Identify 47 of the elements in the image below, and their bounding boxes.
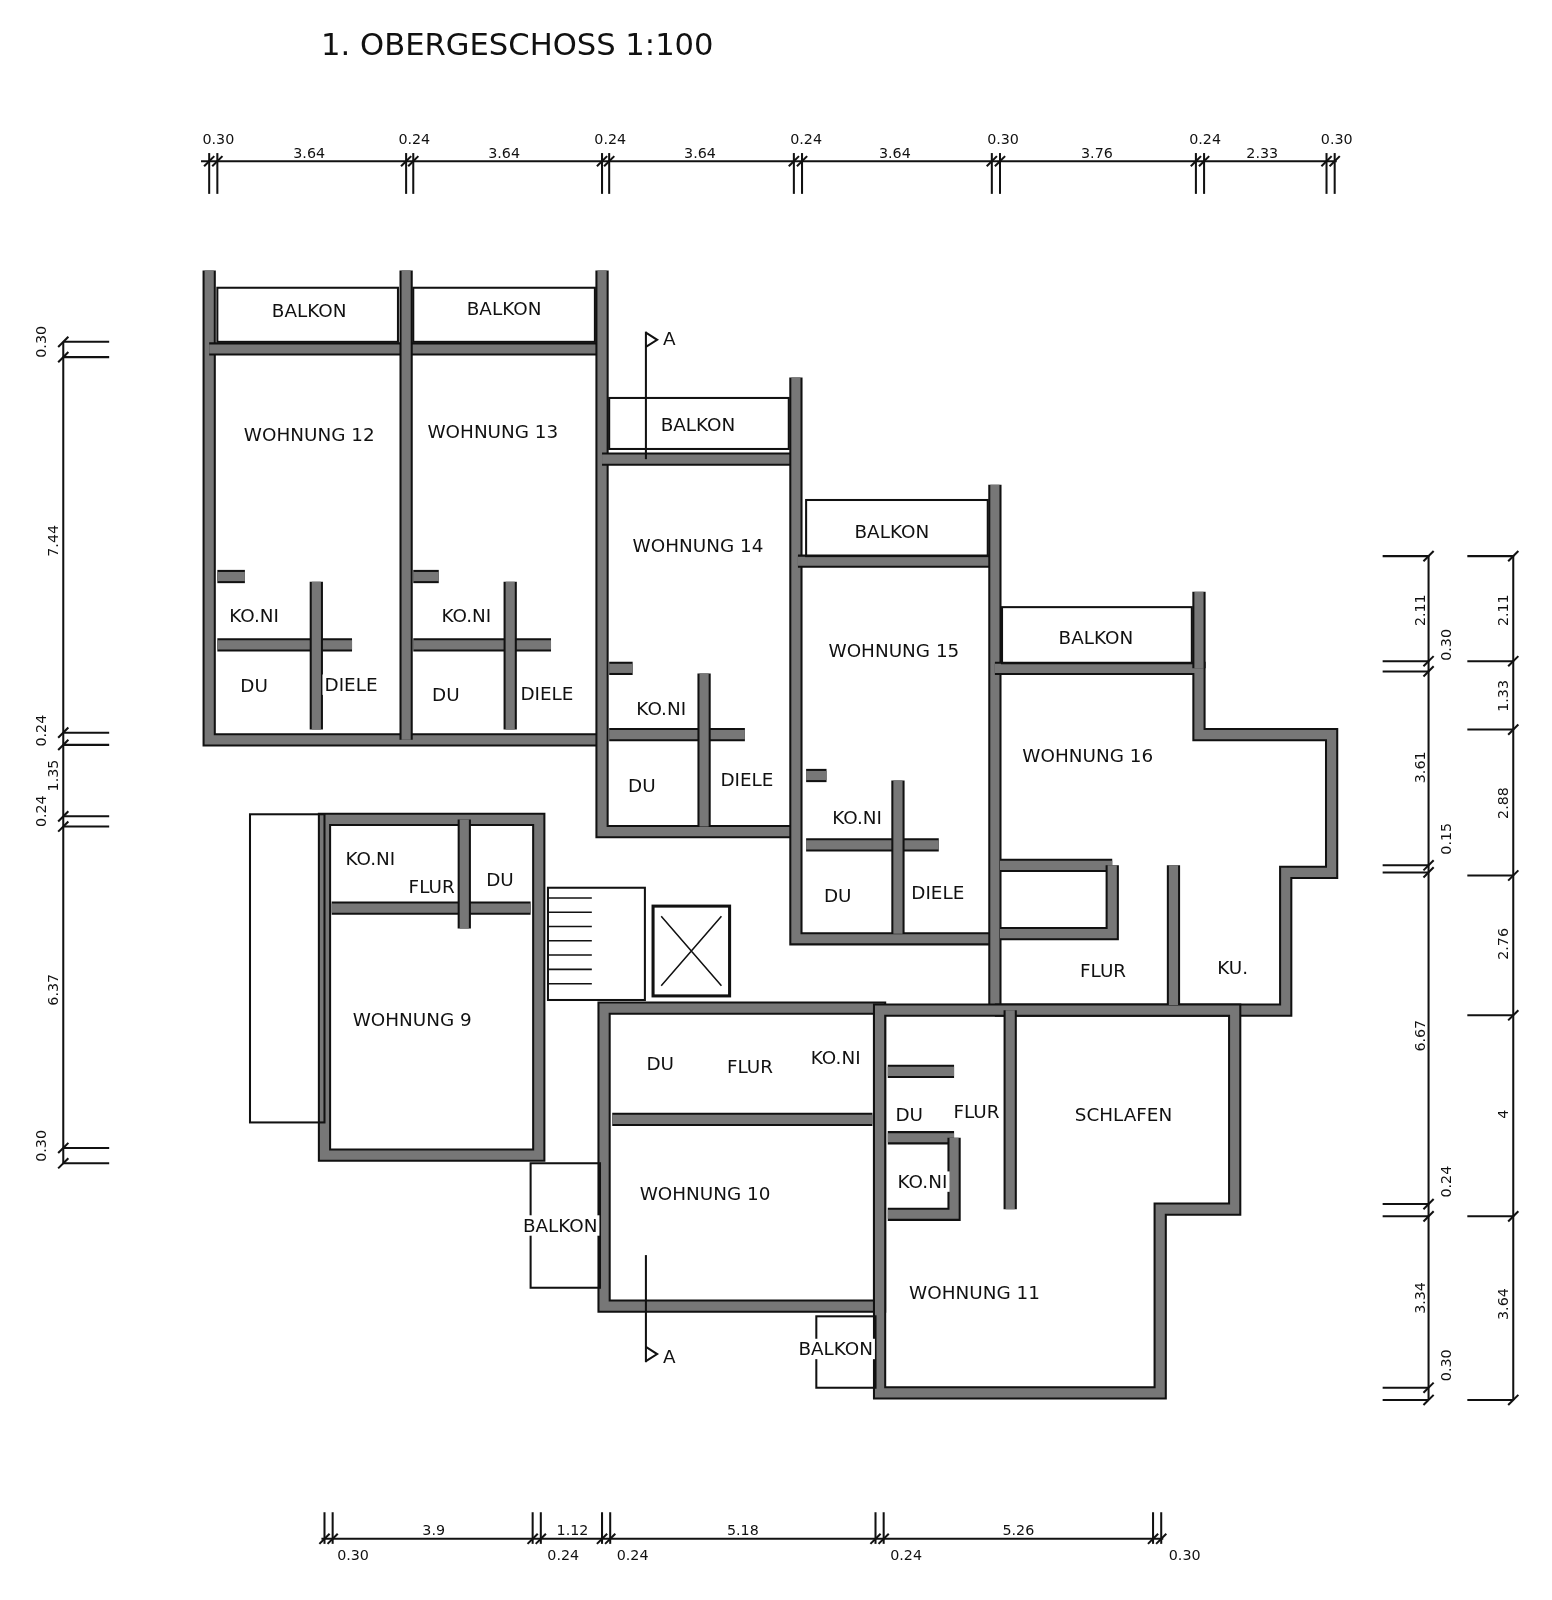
section-label: A — [663, 329, 676, 348]
dimension-label: 0.30 — [33, 1130, 48, 1162]
dimension-label: 0.24 — [1189, 131, 1221, 146]
dimension-label: 6.67 — [1413, 1019, 1428, 1052]
drawing-title: 1. OBERGESCHOSS 1:100 — [321, 29, 714, 61]
dimension-label: 0.24 — [616, 1547, 649, 1563]
dimension-label: 3.76 — [1081, 145, 1113, 161]
dimension-label: 0.30 — [1438, 629, 1454, 661]
dimension-label: 1.33 — [1495, 680, 1511, 712]
dimension-label: 3.34 — [1413, 1282, 1428, 1314]
dimension-label: 0.24 — [398, 131, 431, 146]
dimension-label: 4 — [1495, 1109, 1511, 1119]
dimension-label: 0.30 — [33, 325, 48, 358]
section-label: A — [663, 1347, 676, 1367]
dimension-label: 2.88 — [1495, 787, 1511, 819]
dimension-label: 6.37 — [45, 973, 61, 1006]
dimension-label: 0.15 — [1438, 822, 1454, 855]
dimension-label: 1.12 — [556, 1522, 589, 1537]
dimension-label: 0.24 — [33, 795, 48, 828]
dimension-label: 0.24 — [790, 131, 822, 146]
dimension-label: 2.33 — [1246, 145, 1279, 161]
dimension-label: 3.64 — [1495, 1288, 1511, 1320]
dimension-label: 3.61 — [1413, 751, 1428, 784]
dimension-label: 7.44 — [45, 524, 61, 557]
room-label: DIELE — [322, 674, 380, 695]
dimension-label: 0.24 — [33, 714, 48, 747]
dimension-label: 0.30 — [1168, 1547, 1201, 1563]
dimension-label: 0.30 — [1320, 131, 1353, 146]
dimension-label: 2.11 — [1413, 594, 1428, 627]
dimension-label: 3.64 — [684, 145, 716, 161]
dimension-label: 2.11 — [1495, 594, 1511, 627]
dimension-label: 0.30 — [337, 1547, 369, 1563]
dimension-label: 0.24 — [547, 1547, 580, 1563]
dimension-label: 0.30 — [987, 131, 1019, 146]
dimension-label: 0.24 — [890, 1547, 922, 1563]
dimension-label: 0.24 — [594, 131, 627, 146]
dimension-label: 5.26 — [1002, 1522, 1035, 1537]
dimension-label: 3.64 — [879, 145, 911, 161]
dimension-label: 0.30 — [1438, 1349, 1454, 1382]
dimension-label: 1.35 — [45, 759, 61, 792]
dimension-label: 0.30 — [202, 131, 235, 146]
dimension-label: 3.64 — [293, 145, 326, 161]
dimension-label: 3.9 — [422, 1522, 446, 1537]
dimension-label: 5.18 — [726, 1522, 759, 1537]
dimension-label: 2.76 — [1495, 927, 1511, 960]
dimension-label: 0.24 — [1438, 1165, 1454, 1198]
dimension-label: 3.64 — [488, 145, 520, 161]
